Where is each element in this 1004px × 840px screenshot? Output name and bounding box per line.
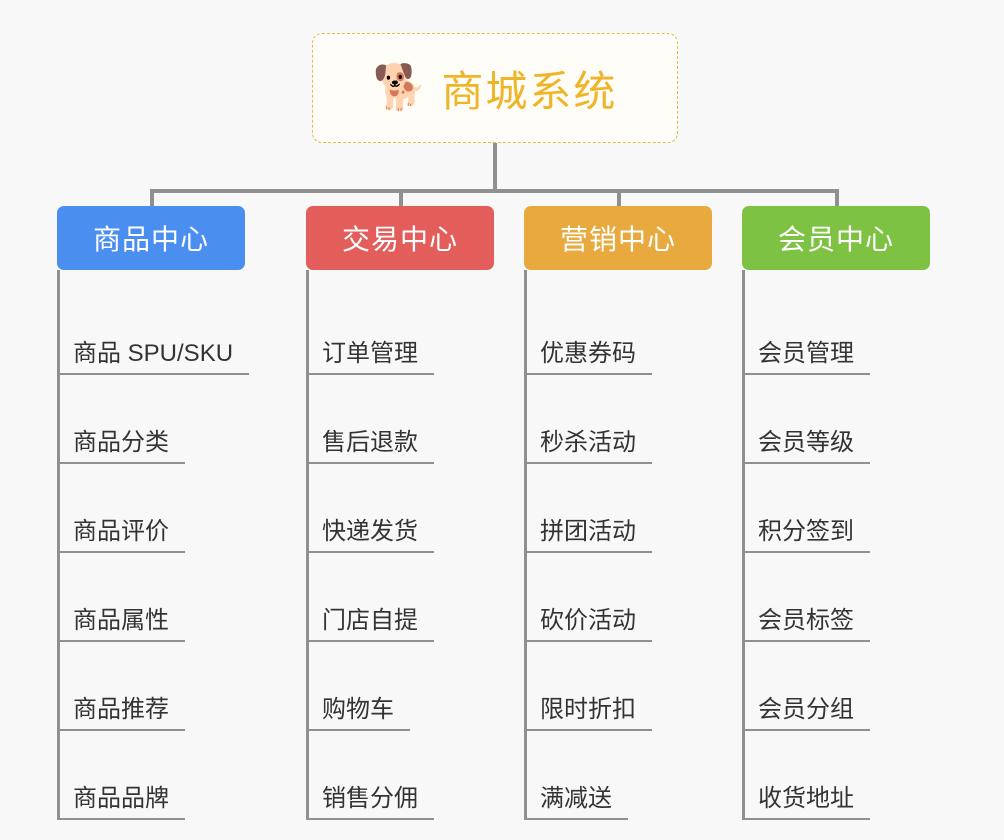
leaf-label: 售后退款: [306, 429, 434, 464]
branch-leaf-stack-3: 优惠券码 秒杀活动 拼团活动 砍价活动 限时折扣 满减送: [524, 270, 712, 820]
leaf-item[interactable]: 限时折扣: [524, 642, 712, 731]
leaf-item[interactable]: 门店自提: [306, 553, 494, 642]
leaf-label: 收货地址: [742, 785, 870, 820]
branch-trunk-2: [306, 270, 309, 820]
branch-column-4: 会员中心 会员管理 会员等级 积分签到 会员标签 会员分组 收货地址: [742, 206, 930, 820]
branch-header-3[interactable]: 营销中心: [524, 206, 712, 270]
branch-drop-connector-4: [835, 189, 839, 210]
leaf-label: 会员标签: [742, 607, 870, 642]
leaf-label: 限时折扣: [524, 696, 652, 731]
branch-trunk-3: [524, 270, 527, 820]
leaf-label: 商品分类: [57, 429, 185, 464]
leaf-item[interactable]: 商品评价: [57, 464, 245, 553]
leaf-item[interactable]: 快递发货: [306, 464, 494, 553]
leaf-label: 商品 SPU/SKU: [57, 340, 250, 375]
leaf-item[interactable]: 拼团活动: [524, 464, 712, 553]
leaf-label: 商品评价: [57, 518, 185, 553]
leaf-item[interactable]: 销售分佣: [306, 731, 494, 820]
leaf-item[interactable]: 优惠券码: [524, 286, 712, 375]
leaf-label: 商品品牌: [57, 785, 185, 820]
branch-column-1: 商品中心 商品 SPU/SKU 商品分类 商品评价 商品属性 商品推荐 商品品牌: [57, 206, 250, 820]
leaf-item[interactable]: 商品品牌: [57, 731, 245, 820]
leaf-item[interactable]: 商品属性: [57, 553, 245, 642]
branch-drop-connector-3: [617, 189, 621, 210]
leaf-label: 拼团活动: [524, 518, 652, 553]
branch-header-4[interactable]: 会员中心: [742, 206, 930, 270]
branch-trunk-1: [57, 270, 60, 820]
leaf-label: 秒杀活动: [524, 429, 652, 464]
branch-header-2[interactable]: 交易中心: [306, 206, 494, 270]
leaf-item[interactable]: 商品分类: [57, 375, 245, 464]
leaf-item[interactable]: 会员标签: [742, 553, 930, 642]
branch-column-2: 交易中心 订单管理 售后退款 快递发货 门店自提 购物车 销售分佣: [306, 206, 494, 820]
horizontal-bus-connector: [150, 189, 839, 193]
branch-drop-connector-1: [150, 189, 154, 210]
shiba-dog-face-icon: 🐕: [372, 63, 428, 112]
leaf-item[interactable]: 满减送: [524, 731, 712, 820]
branch-leaf-stack-4: 会员管理 会员等级 积分签到 会员标签 会员分组 收货地址: [742, 270, 930, 820]
leaf-item[interactable]: 会员管理: [742, 286, 930, 375]
leaf-label: 快递发货: [306, 518, 434, 553]
branch-trunk-4: [742, 270, 745, 820]
leaf-label: 会员分组: [742, 696, 870, 731]
leaf-label: 商品属性: [57, 607, 185, 642]
branch-leaf-stack-2: 订单管理 售后退款 快递发货 门店自提 购物车 销售分佣: [306, 270, 494, 820]
leaf-item[interactable]: 积分签到: [742, 464, 930, 553]
leaf-label: 购物车: [306, 696, 410, 731]
root-node[interactable]: 🐕 商城系统: [312, 33, 678, 143]
leaf-label: 销售分佣: [306, 785, 434, 820]
leaf-label: 优惠券码: [524, 340, 652, 375]
leaf-item[interactable]: 订单管理: [306, 286, 494, 375]
leaf-item[interactable]: 售后退款: [306, 375, 494, 464]
leaf-label: 商品推荐: [57, 696, 185, 731]
leaf-label: 订单管理: [306, 340, 434, 375]
branch-header-1[interactable]: 商品中心: [57, 206, 245, 270]
leaf-label: 会员等级: [742, 429, 870, 464]
leaf-item[interactable]: 会员等级: [742, 375, 930, 464]
leaf-label: 门店自提: [306, 607, 434, 642]
leaf-item[interactable]: 收货地址: [742, 731, 930, 820]
leaf-item[interactable]: 会员分组: [742, 642, 930, 731]
leaf-label: 满减送: [524, 785, 628, 820]
leaf-item[interactable]: 购物车: [306, 642, 494, 731]
leaf-label: 砍价活动: [524, 607, 652, 642]
branch-column-3: 营销中心 优惠券码 秒杀活动 拼团活动 砍价活动 限时折扣 满减送: [524, 206, 712, 820]
leaf-label: 会员管理: [742, 340, 870, 375]
leaf-item[interactable]: 商品 SPU/SKU: [57, 286, 250, 375]
branch-leaf-stack-1: 商品 SPU/SKU 商品分类 商品评价 商品属性 商品推荐 商品品牌: [57, 270, 250, 820]
leaf-item[interactable]: 砍价活动: [524, 553, 712, 642]
root-stem-connector: [493, 143, 497, 191]
root-title: 商城系统: [441, 67, 618, 115]
leaf-item[interactable]: 商品推荐: [57, 642, 245, 731]
leaf-label: 积分签到: [742, 518, 870, 553]
branch-drop-connector-2: [399, 189, 403, 210]
leaf-item[interactable]: 秒杀活动: [524, 375, 712, 464]
